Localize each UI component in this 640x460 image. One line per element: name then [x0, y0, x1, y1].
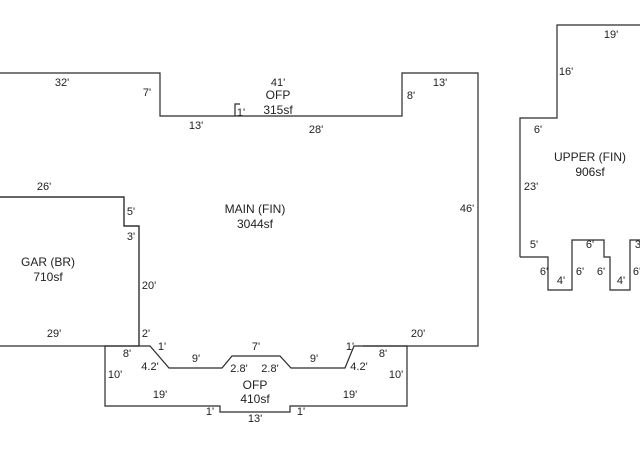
garage-area-name: GAR (BR)	[21, 255, 75, 269]
garage-area-sqft: 710sf	[33, 270, 63, 284]
dim-ofp-bottom-step-left: 1'	[206, 406, 214, 418]
upper-area-name: UPPER (FIN)	[554, 150, 626, 164]
dim-inner-right-run: 9'	[310, 353, 318, 365]
dim-inner-left-diag: 4.2'	[141, 361, 158, 373]
main-area-name: MAIN (FIN)	[225, 202, 286, 216]
dim-ofp-top-right-drop: 8'	[407, 90, 415, 102]
dim-main-top-right: 13'	[433, 77, 447, 89]
ofp-bottom-area-name: OFP	[243, 378, 268, 392]
dim-inner-right-step: 1'	[346, 341, 354, 353]
garage-outline	[0, 196, 140, 347]
dim-ofp-top-bottom-left: 13'	[189, 120, 203, 132]
dim-ofp-bottom-left-drop: 8'	[123, 348, 131, 360]
dim-ofp-bottom-step-right: 1'	[297, 406, 305, 418]
dim-upper-left: 23'	[524, 181, 538, 193]
ofp-bottom-outline	[104, 345, 408, 413]
dim-upper-bottom-mid: 6'	[586, 239, 594, 251]
ofp-bottom-area-sqft: 410sf	[240, 392, 270, 406]
dim-ofp-top-bottom-right: 28'	[309, 124, 323, 136]
dim-upper-bottom-edge: 3'	[635, 239, 640, 251]
dim-inner-left-run: 9'	[192, 353, 200, 365]
dim-ofp-bottom-width: 13'	[248, 413, 262, 425]
ofp-top-step	[234, 103, 240, 116]
dim-ofp-bottom-right-drop: 8'	[379, 348, 387, 360]
dim-upper-top: 19'	[604, 29, 618, 41]
dim-inner-center-right-diag: 2.8'	[261, 363, 278, 375]
dim-main-right: 46'	[460, 203, 474, 215]
ofp-top-area-sqft: 315sf	[263, 103, 293, 117]
dim-ofp-bottom-left-side: 10'	[108, 369, 122, 381]
dim-garage-notch-top: 5'	[127, 206, 135, 218]
dim-ofp-bottom-right-side: 10'	[389, 369, 403, 381]
dim-upper-step-width: 6'	[534, 124, 542, 136]
dim-upper-bottom-left: 5'	[530, 239, 538, 251]
dim-ofp-top-left-drop: 7'	[143, 87, 151, 99]
dim-ofp-bottom-left-run: 19'	[153, 389, 167, 401]
dim-garage-bottom: 29'	[47, 328, 61, 340]
dim-upper-notch2-rise: 6'	[633, 266, 640, 278]
dim-upper-notch1-side: 6'	[540, 266, 548, 278]
dim-ofp-top-step: 1'	[237, 107, 245, 119]
dim-inner-center: 7'	[252, 341, 260, 353]
dim-upper-notch2-side: 6'	[597, 266, 605, 278]
dim-garage-top: 26'	[37, 181, 51, 193]
dim-upper-notch2-bottom: 4'	[617, 275, 625, 287]
dim-ofp-bottom-right-run: 19'	[343, 389, 357, 401]
main-area-sqft: 3044sf	[237, 217, 274, 231]
dim-main-top-left: 32'	[55, 77, 69, 89]
dim-garage-notch-side: 3'	[127, 231, 135, 243]
dim-ofp-top-width: 41'	[271, 77, 285, 89]
dim-inner-right-diag: 4.2'	[350, 361, 367, 373]
dim-upper-notch1-bottom: 4'	[557, 275, 565, 287]
dim-upper-step-up: 16'	[559, 66, 573, 78]
dim-inner-left-step: 1'	[158, 341, 166, 353]
dim-main-bottom-step: 2'	[142, 328, 150, 340]
dim-garage-right: 20'	[142, 280, 156, 292]
dim-upper-notch1-rise: 6'	[576, 266, 584, 278]
dim-inner-center-left-diag: 2.8'	[230, 363, 247, 375]
upper-outline	[519, 24, 640, 291]
upper-area-sqft: 906sf	[575, 165, 605, 179]
dim-main-bottom-right: 20'	[411, 328, 425, 340]
ofp-top-area-name: OFP	[266, 88, 291, 102]
